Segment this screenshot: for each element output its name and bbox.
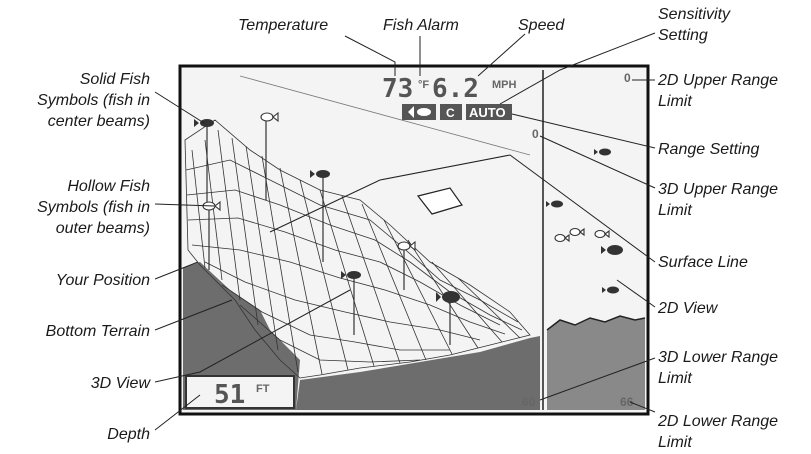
fish-solid-3d-4 <box>436 291 460 303</box>
bottom-2d-edge <box>546 315 646 331</box>
speed-unit: MPH <box>492 79 517 91</box>
fish-solid-2d-1 <box>594 148 611 156</box>
speed-value: 6.2 <box>432 74 479 104</box>
bottom-2d-echo <box>547 316 645 410</box>
mesh-grid <box>185 129 523 375</box>
label-view-3d: 3D View <box>91 375 152 392</box>
your-position-marker <box>416 187 463 215</box>
label-lower-2d-1: 2D Lower Range <box>657 413 778 430</box>
temperature-value: 73 <box>382 74 413 104</box>
lower-2d-value: 66 <box>620 395 634 409</box>
label-speed: Speed <box>518 17 565 34</box>
label-lower-2d-2: Limit <box>658 434 692 451</box>
label-hollow-fish-1: Hollow Fish <box>67 178 150 195</box>
label-range-setting: Range Setting <box>658 141 760 158</box>
label-solid-fish-1: Solid Fish <box>80 71 150 88</box>
lower-3d-value: 60 <box>522 395 536 409</box>
temperature-unit: °F <box>418 79 429 91</box>
fish-solid-2d-4 <box>602 286 619 294</box>
fish-hollow-3d-1 <box>260 111 279 123</box>
status-icon-row: C AUTO <box>402 104 512 120</box>
sonar-screen: 73 °F 6.2 MPH C AUTO 0 0 60 66 51 FT <box>178 64 650 416</box>
fish-hollow-2d-2 <box>569 227 585 237</box>
label-upper-2d-1: 2D Upper Range <box>657 72 778 89</box>
c-setting-label: C <box>446 106 455 120</box>
label-upper-3d-1: 3D Upper Range <box>658 181 778 198</box>
label-lower-3d-1: 3D Lower Range <box>658 349 778 366</box>
label-sensitivity-2: Setting <box>658 27 708 44</box>
label-temperature: Temperature <box>238 17 328 34</box>
fish-hollow-2d-1 <box>554 233 570 243</box>
depth-unit: FT <box>256 383 270 395</box>
terrain-dark-bottom <box>296 336 540 410</box>
label-lower-3d-2: Limit <box>658 370 692 387</box>
fish-solid-3d-3 <box>341 271 361 279</box>
view-2d-pane <box>546 148 646 410</box>
label-hollow-fish-2: Symbols (fish in <box>37 199 150 216</box>
fish-solid-3d-2 <box>310 170 330 178</box>
label-upper-2d-2: Limit <box>658 93 692 110</box>
label-bottom-terrain: Bottom Terrain <box>46 323 150 340</box>
fish-solid-3d-1 <box>194 119 214 127</box>
fish-solid-2d-3 <box>601 245 623 255</box>
range-mode-label: AUTO <box>469 105 506 120</box>
depth-value: 51 <box>214 380 245 410</box>
label-depth: Depth <box>107 426 150 443</box>
label-solid-fish-3: center beams) <box>48 113 150 130</box>
label-hollow-fish-3: outer beams) <box>56 220 150 237</box>
surface-line <box>239 75 531 156</box>
label-your-position: Your Position <box>56 272 150 289</box>
leader-lines <box>154 32 656 431</box>
callout-labels: Temperature Fish Alarm Speed Sensitivity… <box>37 6 778 451</box>
upper-3d-value: 0 <box>532 127 539 141</box>
depth-box <box>185 375 295 409</box>
fish-stalks <box>206 118 451 345</box>
fish-hollow-3d-3 <box>397 240 416 252</box>
fish-solid-2d-2 <box>546 200 563 208</box>
range-mode-box <box>466 104 512 120</box>
terrain-dark-left <box>183 262 300 410</box>
label-upper-3d-2: Limit <box>658 202 692 219</box>
bottom-terrain-mesh <box>184 119 531 379</box>
upper-2d-value: 0 <box>624 71 631 85</box>
label-solid-fish-2: Symbols (fish in <box>37 92 150 109</box>
label-fish-alarm: Fish Alarm <box>383 17 459 34</box>
label-view-2d: 2D View <box>657 300 719 317</box>
c-setting-icon <box>440 104 462 120</box>
label-sensitivity-1: Sensitivity <box>658 6 731 23</box>
label-surface-line: Surface Line <box>658 254 748 271</box>
fish-hollow-2d-3 <box>594 229 610 239</box>
